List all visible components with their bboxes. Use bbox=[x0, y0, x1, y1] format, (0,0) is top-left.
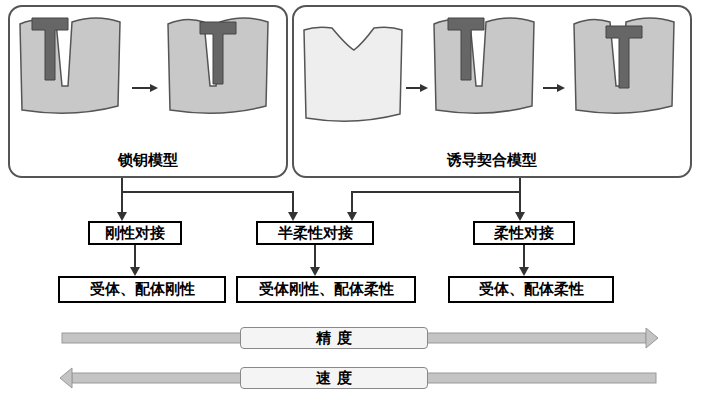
connector-arrow bbox=[519, 245, 529, 276]
node-label: 受体、配体刚性 bbox=[90, 280, 195, 299]
result-box: 受体刚性、配体柔性 bbox=[236, 276, 416, 303]
result-box: 受体、配体柔性 bbox=[448, 276, 614, 303]
induced-fit-illustration bbox=[304, 18, 674, 121]
node-label: 速 度 bbox=[316, 369, 351, 388]
model-box: 锁钥模型 bbox=[8, 5, 288, 178]
connector-arrow bbox=[310, 245, 320, 276]
connector-arrow bbox=[130, 245, 140, 276]
node-label: 精 度 bbox=[316, 329, 351, 348]
model-box: 诱导契合模型 bbox=[292, 5, 692, 178]
node-label: 锁钥模型 bbox=[10, 151, 286, 170]
connector-arrow bbox=[347, 178, 520, 221]
axis-label-box: 速 度 bbox=[240, 367, 428, 389]
process-box: 柔性对接 bbox=[473, 221, 575, 245]
process-box: 刚性对接 bbox=[88, 221, 182, 245]
precision-arrow bbox=[62, 328, 658, 348]
axis-label-box: 精 度 bbox=[240, 327, 428, 349]
node-label: 刚性对接 bbox=[105, 224, 165, 243]
process-box: 半柔性对接 bbox=[256, 221, 374, 245]
connector-arrow bbox=[515, 178, 525, 221]
node-label: 诱导契合模型 bbox=[294, 151, 690, 170]
node-label: 柔性对接 bbox=[494, 224, 554, 243]
lock-key-illustration bbox=[20, 18, 268, 113]
speed-arrow bbox=[60, 368, 656, 388]
node-label: 受体刚性、配体柔性 bbox=[259, 280, 394, 299]
result-box: 受体、配体刚性 bbox=[58, 276, 226, 303]
node-label: 半柔性对接 bbox=[278, 224, 353, 243]
connector-arrow bbox=[122, 178, 298, 221]
node-label: 受体、配体柔性 bbox=[479, 280, 584, 299]
